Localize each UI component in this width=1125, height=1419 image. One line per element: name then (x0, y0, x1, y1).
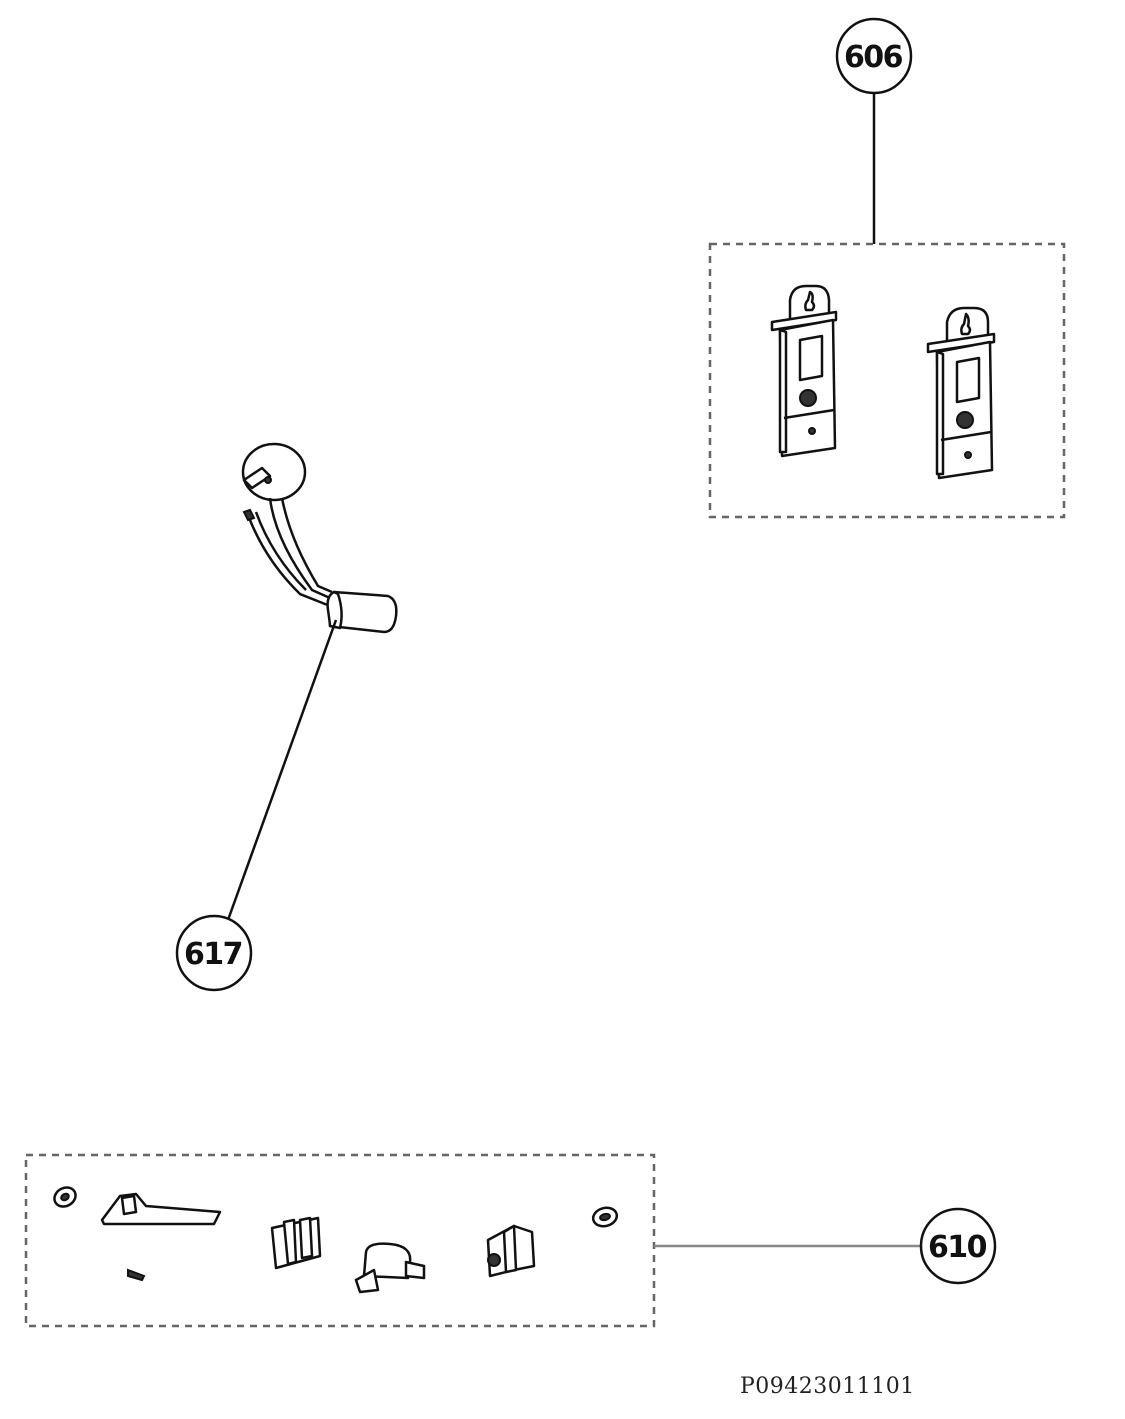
bracket-part-left (770, 284, 838, 458)
leader-line-617 (226, 619, 338, 921)
callout-610-label: 610 (928, 1230, 987, 1265)
small-parts-set (53, 1186, 619, 1294)
bracket-part-right (926, 306, 996, 480)
callout-617-label: 617 (184, 937, 242, 972)
drawing-reference-code: P09423011101 (740, 1374, 915, 1399)
callout-617[interactable]: 617 (175, 914, 253, 992)
sensor-part (241, 442, 398, 634)
dashed-group-box-610 (24, 1153, 656, 1328)
callout-617-circle (175, 914, 253, 992)
callout-606[interactable]: 606 (835, 17, 913, 95)
callout-610[interactable]: 610 (919, 1207, 997, 1285)
callout-606-label: 606 (844, 40, 903, 75)
dashed-group-box-606 (708, 242, 1066, 519)
callout-610-circle (919, 1207, 997, 1285)
